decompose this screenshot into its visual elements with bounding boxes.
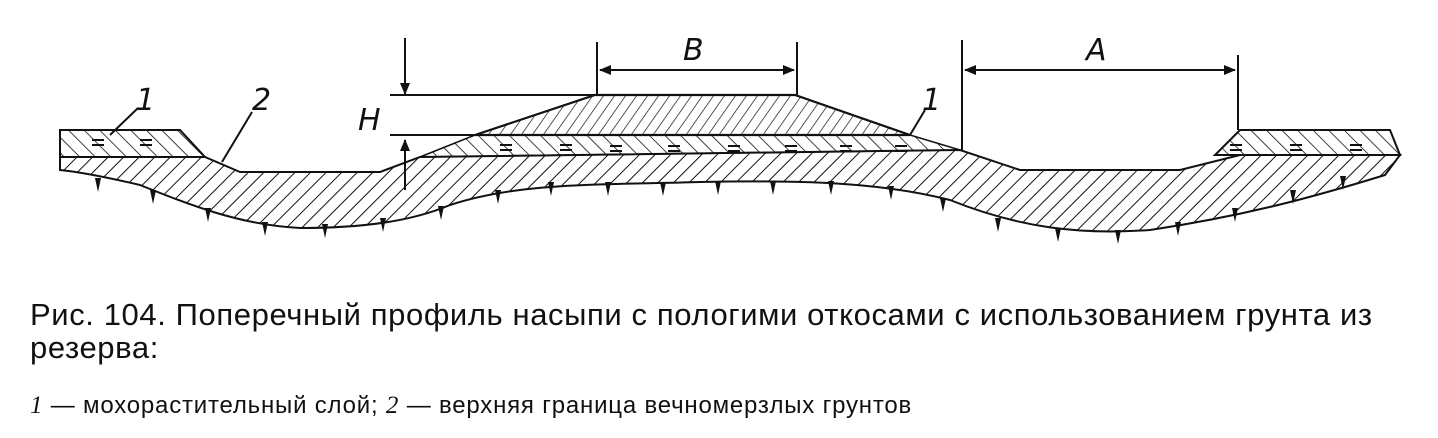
label-berm-width: A bbox=[1084, 33, 1107, 68]
embankment-fill bbox=[474, 93, 911, 137]
figure-legend: 1 — мохорастительный слой; 2 — верхняя г… bbox=[30, 392, 1420, 420]
label-permafrost-boundary: 2 bbox=[252, 83, 271, 118]
legend-item2-text: — верхняя граница вечномерзлых грунтов bbox=[399, 392, 913, 419]
embankment-cross-section-diagram: 1 2 H B A 1 bbox=[59, 33, 1402, 244]
label-height: H bbox=[358, 103, 381, 138]
label-moss-layer-right: 1 bbox=[922, 83, 941, 118]
label-crest-width: B bbox=[683, 33, 704, 68]
moss-layer-right bbox=[1212, 129, 1402, 156]
berm-width-dimension bbox=[961, 40, 1239, 150]
height-dimension bbox=[390, 38, 595, 190]
legend-item1-text: — мохорастительный слой; bbox=[43, 392, 386, 419]
leader-lines bbox=[109, 107, 926, 163]
permafrost-teeth bbox=[95, 176, 1346, 244]
label-moss-layer-left: 1 bbox=[136, 83, 155, 118]
moss-symbols bbox=[92, 139, 1362, 152]
figure-caption: Рис. 104. Поперечный профиль насыпи с по… bbox=[30, 298, 1420, 364]
legend-item2-number: 2 bbox=[385, 392, 400, 419]
crest-width-dimension bbox=[596, 42, 798, 95]
permafrost-ground-layer bbox=[59, 148, 1402, 233]
legend-item1-number: 1 bbox=[30, 392, 44, 419]
moss-layer-left bbox=[59, 129, 208, 158]
caption-text: Рис. 104. Поперечный профиль насыпи с по… bbox=[30, 297, 1373, 365]
